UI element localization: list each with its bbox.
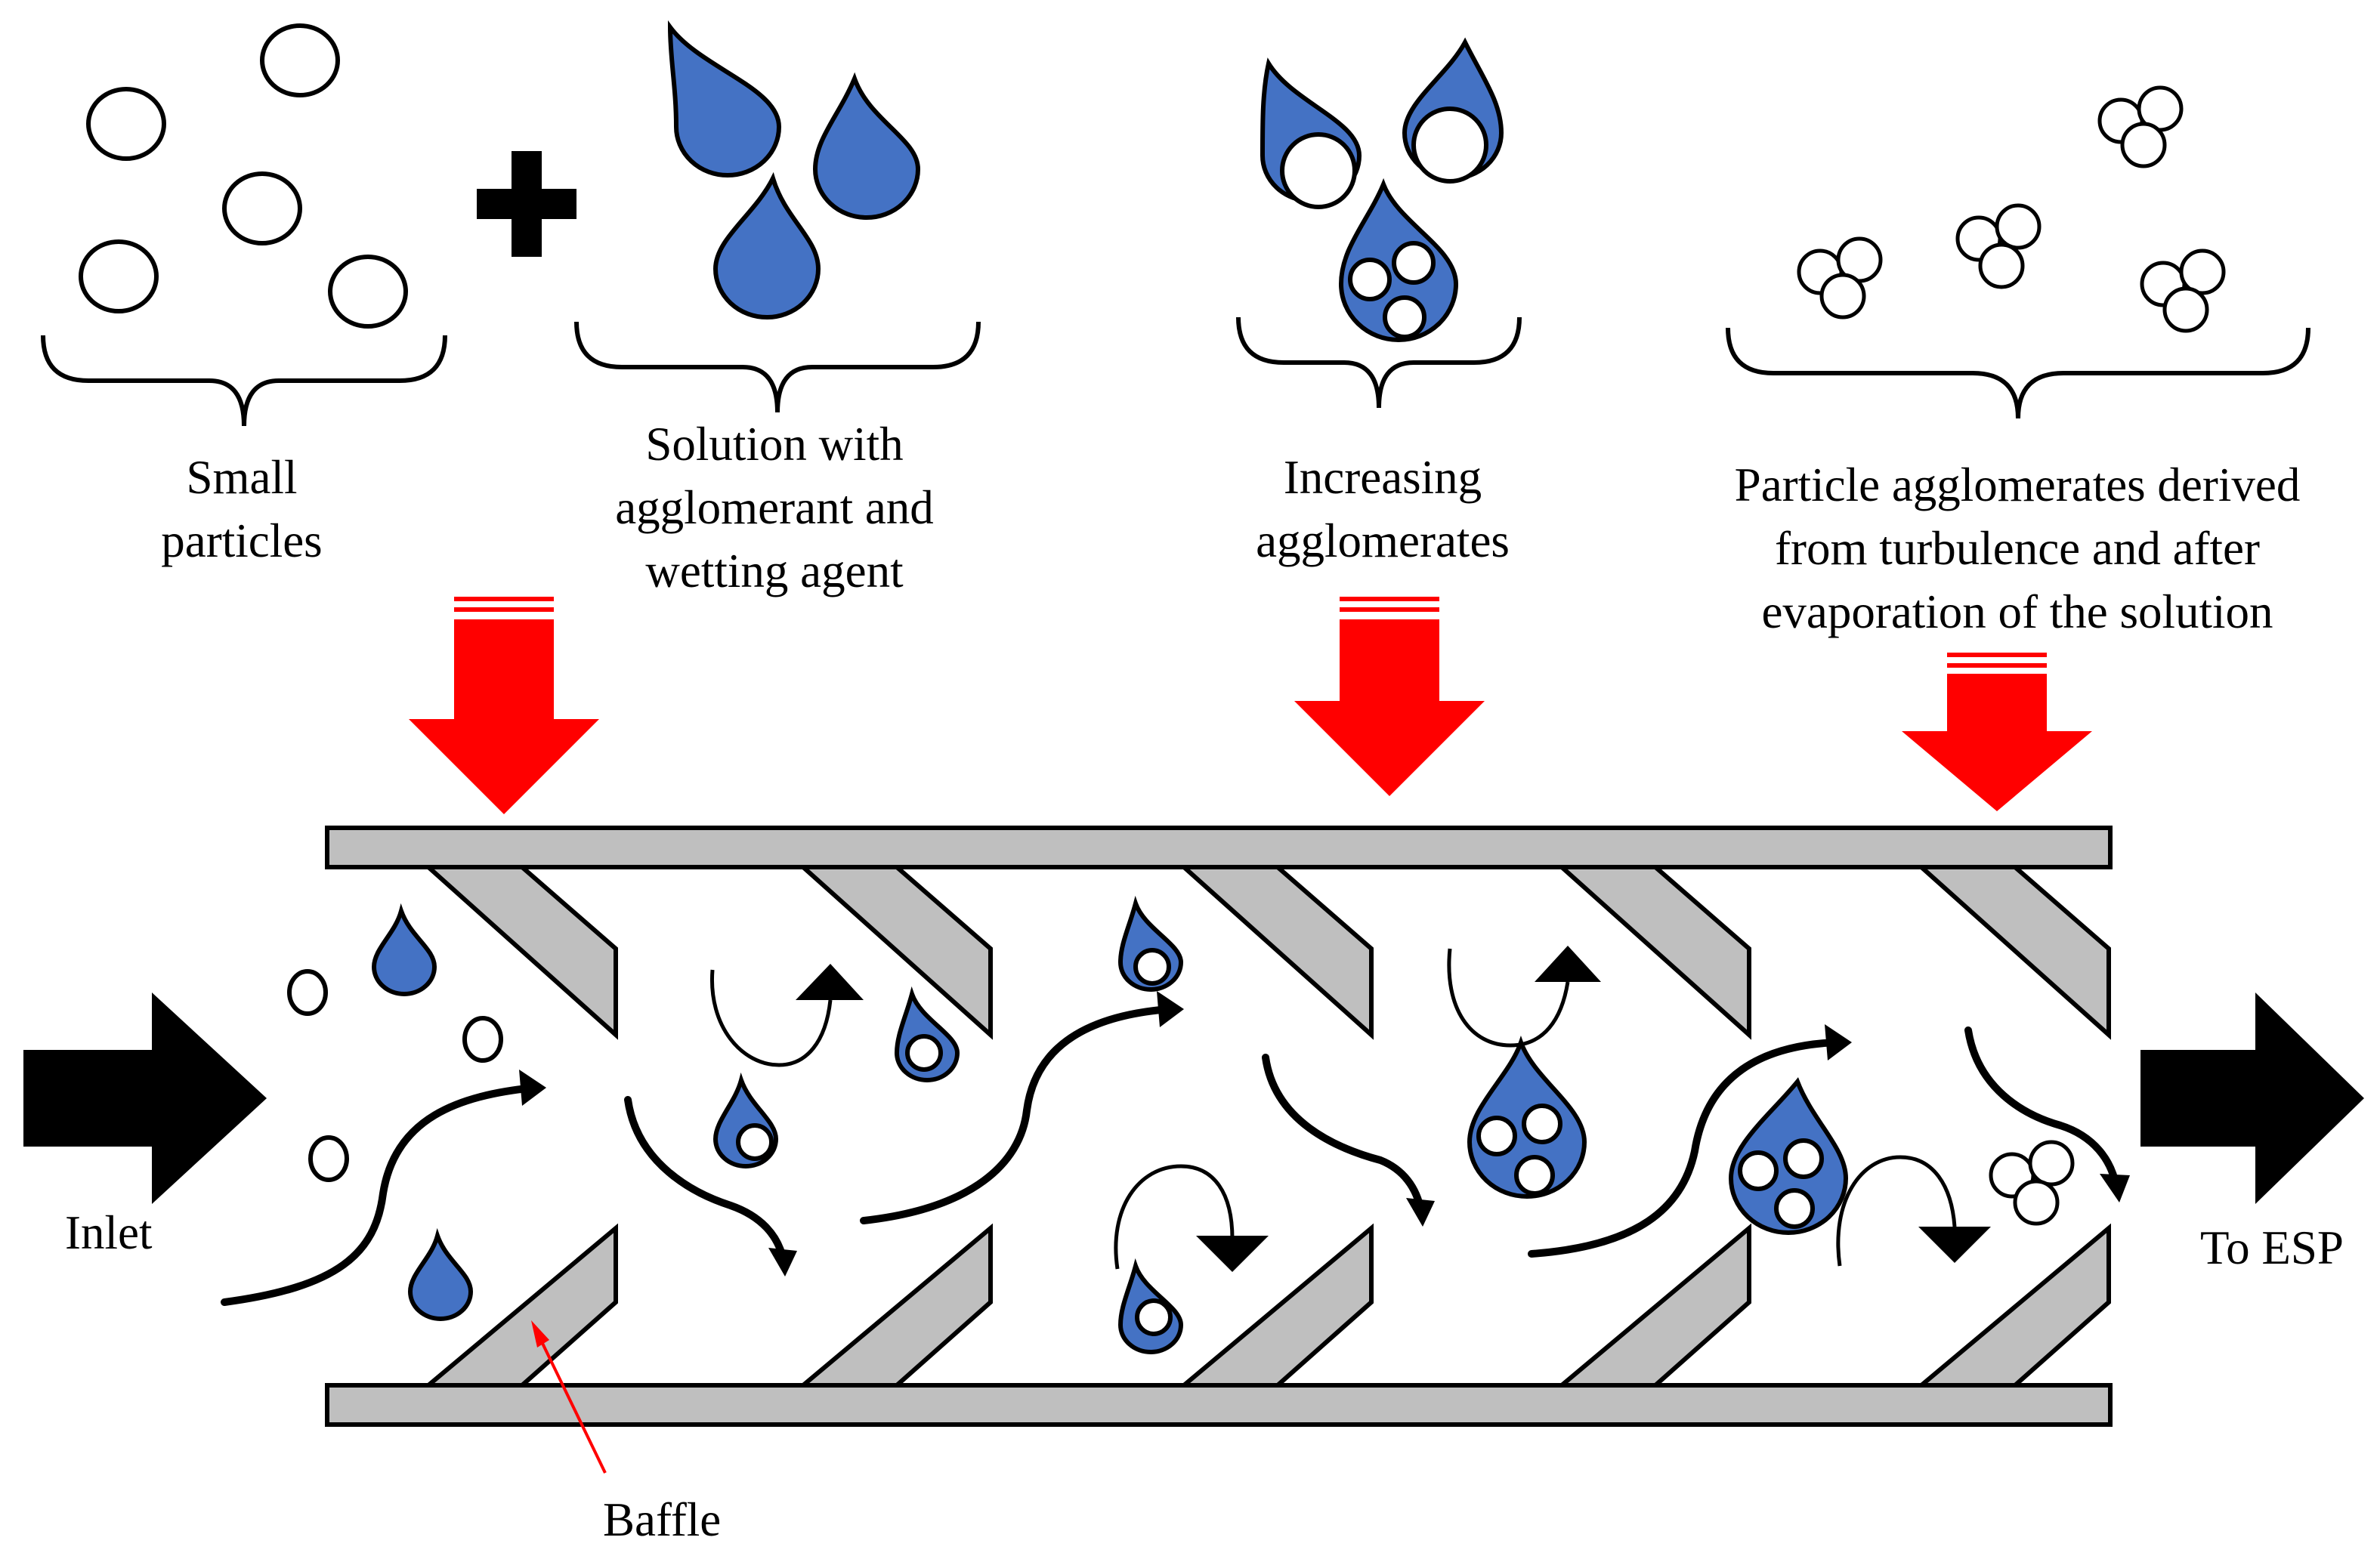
agglomerate (1797, 236, 1883, 320)
agglomerate (1989, 1140, 2075, 1226)
agglomerate (1955, 203, 2042, 289)
particle (1514, 1155, 1555, 1196)
particle (1133, 948, 1171, 986)
droplet (371, 903, 437, 996)
flow-arrow (1964, 1026, 2120, 1191)
recirculation-arrow (1114, 1164, 1235, 1270)
particle (287, 969, 328, 1016)
label-line: agglomerates (1256, 514, 1510, 567)
solution-droplets-group (667, 20, 921, 320)
label-line: Small (186, 451, 298, 504)
particle (905, 1034, 943, 1072)
label-outlet: To ESP (2200, 1221, 2344, 1274)
outlet-arrow (2140, 993, 2364, 1204)
particle (736, 1123, 774, 1161)
channel (325, 826, 2113, 1427)
label-line: agglomerant and (615, 481, 934, 534)
particle (1783, 1138, 1824, 1179)
baffle (422, 865, 618, 1040)
particle (1522, 1104, 1562, 1144)
particle (1411, 107, 1488, 184)
red-arrows (409, 597, 2092, 814)
channel-bottom-wall (325, 1383, 2113, 1427)
small-particles-group (79, 23, 408, 329)
droplet (812, 72, 921, 220)
brace-increasing (1236, 316, 1522, 409)
final-agglomerates-group (1797, 85, 2226, 333)
particle (1348, 258, 1392, 301)
brace-small-particles (41, 335, 447, 427)
droplet (407, 1227, 474, 1321)
brace-solution (574, 321, 981, 413)
particle (1383, 295, 1426, 339)
flow-arrows (221, 991, 2130, 1306)
particle (86, 87, 166, 161)
baffle (1915, 1223, 2111, 1388)
channel-contents (287, 895, 2075, 1354)
agglomerate (2140, 249, 2226, 333)
label-inlet: Inlet (65, 1206, 153, 1259)
label-line: Particle agglomerates derived (1734, 458, 2301, 511)
label-baffle: Baffle (603, 1493, 722, 1546)
brace-final-agglomerates (1726, 327, 2310, 419)
baffle (1555, 1223, 1751, 1388)
droplet (667, 20, 782, 178)
label-line: wetting agent (645, 545, 904, 597)
inlet-arrow (23, 993, 267, 1204)
red-down-arrow (1902, 653, 2092, 811)
label-solution: Solution with agglomerant and wetting ag… (559, 412, 990, 603)
label-line: from turbulence and after (1775, 522, 2260, 575)
droplet (712, 171, 821, 320)
particle (328, 255, 408, 329)
flow-arrow (624, 1096, 787, 1265)
channel-top-wall (325, 826, 2113, 869)
recirculation-arrow (709, 969, 833, 1067)
label-particle-agglomerates: Particle agglomerates derived from turbu… (1655, 453, 2380, 644)
label-line: evaporation of the solution (1761, 585, 2273, 638)
recirculation-arrow (1836, 1155, 1957, 1267)
particle (1774, 1188, 1815, 1229)
baffle (1177, 1223, 1374, 1388)
red-down-arrow (409, 597, 599, 814)
increasing-agglomerates-group (1260, 37, 1504, 342)
particle (1392, 241, 1436, 285)
baffle (1556, 865, 1751, 1040)
label-line: Solution with (645, 418, 904, 471)
label-line: Increasing (1283, 451, 1482, 504)
baffle (796, 1223, 993, 1388)
particle (1135, 1298, 1173, 1336)
particle (222, 171, 302, 245)
baffle (797, 865, 993, 1040)
agglomerate (2097, 85, 2184, 168)
baffle (1915, 865, 2111, 1040)
particle (1280, 132, 1357, 209)
particle (308, 1135, 349, 1182)
recirculation-arrow (1447, 948, 1570, 1048)
flow-arrow (221, 1084, 538, 1306)
baffle (1178, 865, 1374, 1040)
label-line: particles (161, 514, 323, 567)
baffle (422, 1223, 618, 1388)
label-small-particles: Small particles (136, 446, 348, 573)
particle (1476, 1116, 1517, 1156)
flow-arrow (1528, 1039, 1841, 1258)
flow-arrow (1262, 1054, 1425, 1215)
particle (260, 23, 340, 97)
particle (1738, 1150, 1779, 1191)
particle (79, 239, 159, 313)
particle (462, 1016, 503, 1063)
recirculation-arrows (709, 946, 1991, 1272)
flow-arrow (860, 1005, 1173, 1224)
label-increasing-agglomerates: Increasing agglomerates (1194, 446, 1572, 573)
plus-icon (477, 151, 576, 257)
baffle-pointer-arrow (531, 1320, 607, 1474)
red-down-arrow (1294, 597, 1485, 796)
